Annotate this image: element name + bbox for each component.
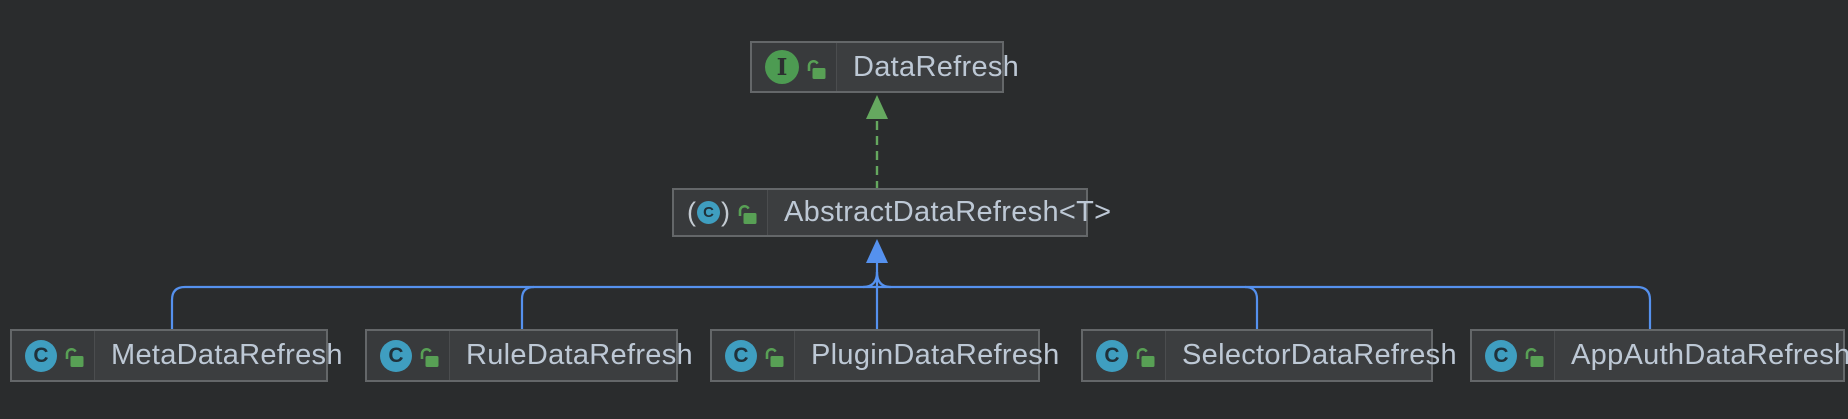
- node-label: DataRefresh: [853, 50, 1020, 83]
- class-glyph: C: [33, 344, 49, 367]
- node-label: MetaDataRefresh: [111, 339, 343, 371]
- edge-center-fillet-right: [875, 271, 892, 289]
- class-node-ruledatarefresh[interactable]: C RuleDataRefresh: [365, 329, 693, 382]
- class-node-selectordatarefresh[interactable]: C SelectorDataRefresh: [1081, 329, 1457, 382]
- realization-arrowhead-icon: [866, 95, 888, 119]
- unlocked-icon: [1525, 347, 1544, 367]
- edge-center-fillet-left: [862, 271, 879, 289]
- class-icon: C: [380, 339, 412, 372]
- class-node-plugindatarefresh[interactable]: C PluginDataRefresh: [710, 329, 1059, 382]
- class-circle: C: [697, 201, 720, 224]
- class-glyph: C: [1493, 344, 1509, 367]
- interface-glyph: I: [776, 53, 788, 81]
- node-icon-cell: I: [752, 43, 837, 91]
- class-node-abstractdatarefresh[interactable]: ( C ) AbstractDataRefresh<T>: [672, 188, 1111, 237]
- unlocked-icon: [1136, 347, 1155, 367]
- unlocked-icon: [765, 347, 784, 367]
- node-label: SelectorDataRefresh: [1182, 339, 1457, 371]
- node-icon-cell: C: [712, 331, 795, 380]
- unlocked-icon: [420, 347, 439, 367]
- node-icon-cell: C: [1472, 331, 1555, 380]
- unlocked-icon: [807, 59, 826, 79]
- interface-icon: I: [765, 50, 799, 84]
- class-icon: C: [1485, 339, 1517, 372]
- node-icon-cell: C: [12, 331, 95, 380]
- edge-ruledatarefresh: [520, 285, 535, 330]
- class-glyph: C: [1104, 344, 1120, 367]
- abstract-class-icon: ( C ): [687, 199, 730, 226]
- class-icon: C: [1096, 339, 1128, 372]
- class-glyph: C: [733, 344, 749, 367]
- node-label: AbstractDataRefresh<T>: [784, 196, 1112, 228]
- edge-generalization-bus: [170, 239, 1652, 330]
- abstract-paren-open: (: [687, 197, 696, 227]
- class-glyph: C: [703, 204, 714, 221]
- node-icon-cell: C: [367, 331, 450, 380]
- node-icon-cell: C: [1083, 331, 1166, 380]
- class-node-appauthdatarefresh[interactable]: C AppAuthDataRefresh: [1470, 329, 1848, 382]
- class-icon: C: [25, 339, 57, 372]
- generalization-arrowhead-icon: [866, 239, 888, 263]
- class-glyph: C: [388, 344, 404, 367]
- edge-bus-meta-to-appauth: [170, 285, 1652, 330]
- class-node-datarefresh[interactable]: I DataRefresh: [750, 41, 1019, 93]
- class-icon: C: [725, 339, 757, 372]
- node-icon-cell: ( C ): [674, 190, 768, 235]
- node-label: PluginDataRefresh: [811, 339, 1060, 371]
- abstract-paren-close: ): [721, 197, 730, 227]
- unlocked-icon: [65, 347, 84, 367]
- node-label: RuleDataRefresh: [466, 339, 693, 371]
- node-label: AppAuthDataRefresh: [1571, 339, 1848, 371]
- edge-realization-abstract-to-interface: [866, 95, 888, 189]
- edge-selectordatarefresh: [1244, 285, 1259, 330]
- class-node-metadatarefresh[interactable]: C MetaDataRefresh: [10, 329, 342, 382]
- unlocked-icon: [738, 204, 757, 224]
